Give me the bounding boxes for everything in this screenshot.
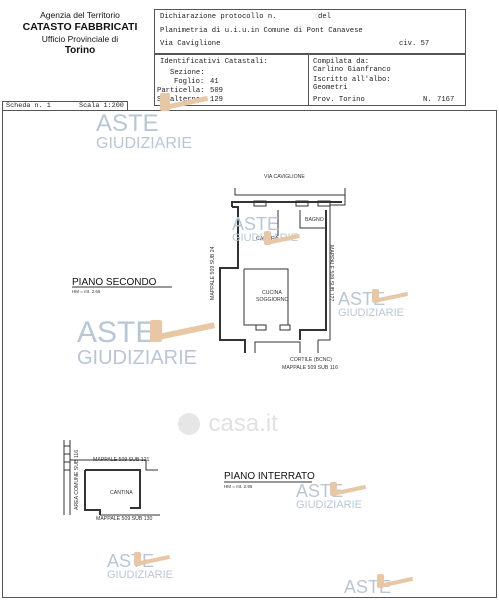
gavel-icon [330, 482, 367, 496]
civ-label: civ. 57 [399, 40, 430, 48]
gavel-icon [372, 289, 409, 303]
watermark-aste-6: ASTE GIUDIZIARIE [107, 551, 174, 581]
gavel-icon [150, 320, 216, 342]
catasto-title: CATASTO FABBRICATI [22, 21, 138, 33]
compilata-label: Compilata da: [313, 58, 370, 66]
gavel-icon [264, 231, 301, 245]
ufficio-label: Ufficio Provinciale di [41, 34, 119, 44]
del-label: del [318, 13, 331, 21]
planimetria-text: Planimetria di u.i.u.in Comune di Pont C… [160, 27, 363, 35]
agency-block: Agenzia del Territorio CATASTO FABBRICAT… [10, 10, 150, 56]
agency-name: Agenzia del Territorio [40, 10, 120, 20]
lower-bottom-neighbor-label: MAPPALE 509 SUB 130 [96, 516, 153, 522]
address-text: Via Caviglione [160, 40, 221, 48]
subalterno-label: Subalterno: [157, 96, 205, 104]
cantina-label: CANTINA [110, 490, 133, 496]
gavel-icon [377, 574, 414, 588]
ufficio-city: Torino [64, 45, 96, 56]
particella-value: 509 [210, 87, 223, 95]
soggiorno-label: SOGGIORNO [256, 297, 289, 303]
particella-label: Particella: [157, 87, 205, 95]
lower-plan-outline [63, 440, 160, 516]
casa-logo-icon [178, 413, 200, 435]
casa-watermark: casa.it [178, 410, 278, 438]
piano-interrato-height: HM = mt. 2.95 [224, 484, 253, 489]
prov-label: Prov. Torino [313, 96, 365, 104]
header-protocol-box: Dichiarazione protocollo n. del Planimet… [154, 9, 466, 54]
watermark-aste-4: ASTE GIUDIZIARIE [77, 316, 198, 369]
street-label: VIA CAVIGLIONE [264, 174, 305, 180]
lower-top-neighbor-label: MAPPALE 509 SUB 121 [93, 457, 150, 463]
watermark-aste-1: ASTE GIUDIZIARIE [96, 110, 193, 152]
foglio-value: 41 [210, 78, 219, 86]
piano-secondo-title: PIANO SECONDO [72, 277, 157, 288]
sezione-label: Sezione: [170, 69, 205, 77]
foglio-label: Foglio: [174, 78, 205, 86]
cortile-label: CORTILE (BCNC) [290, 357, 332, 363]
compilata-box: Compilata da: Carlino Gianfranco Iscritt… [308, 54, 466, 106]
subalterno-value: 129 [210, 96, 223, 104]
piano-interrato-title: PIANO INTERRATO [224, 471, 315, 482]
gavel-icon [160, 93, 209, 111]
bottom-neighbor-label: MAPPALE 509 SUB 116 [282, 365, 339, 371]
piano-secondo-height: HM = mt. 2.65 [72, 289, 101, 294]
compilata-name: Carlino Gianfranco [313, 66, 391, 74]
upper-plan-outline [219, 188, 346, 353]
iscritto-label: Iscritto all'albo: [313, 76, 391, 84]
gavel-icon [134, 552, 171, 566]
iscritto-value: Geometri [313, 84, 348, 92]
identificativi-title: Identificativi Catastali: [160, 58, 268, 66]
n-label: N. [423, 96, 432, 104]
bagno-label: BAGNO [305, 217, 324, 223]
n-value: 7167 [437, 96, 455, 104]
drawing-frame [2, 110, 497, 598]
scala-label: Scala 1:200 [79, 102, 124, 110]
scheda-label: Scheda n. 1 [6, 102, 51, 110]
cucina-label: CUCINA [262, 290, 282, 296]
dichiarazione-label: Dichiarazione protocollo n. [160, 13, 277, 21]
